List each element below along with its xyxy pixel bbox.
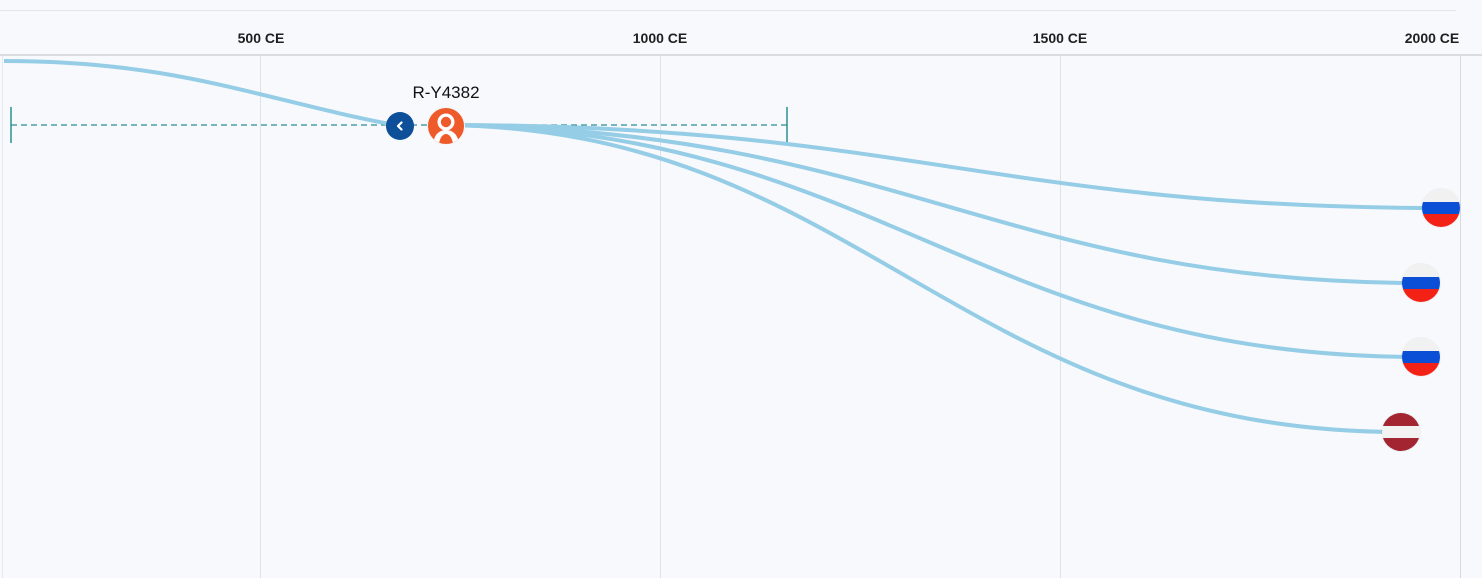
header-divider [0,10,1456,11]
time-axis [0,54,1482,56]
avatar[interactable] [427,107,465,145]
back-button[interactable] [386,112,414,140]
person-icon [433,113,459,144]
russia-flag-icon[interactable] [1422,189,1460,227]
tick-label-2000: 2000 CE [1404,30,1460,46]
gridline-1500 [1060,56,1061,578]
descendant-branch [445,123,1422,285]
gridline-2000 [1460,56,1461,578]
haplogroup-label: R-Y4382 [412,83,480,102]
latvia-flag-icon[interactable] [1382,413,1420,451]
chevron-left-icon [396,121,403,131]
russia-flag-icon[interactable] [1402,264,1440,302]
tick-label-1500: 1500 CE [1032,30,1088,46]
tick-label-1000: 1000 CE [632,30,688,46]
tick-label-500: 500 CE [237,30,285,46]
russia-flag-icon[interactable] [1402,338,1440,376]
descendant-branch [445,123,1402,434]
descendant-branch [445,123,1442,210]
ancestor-branch [3,59,401,128]
descendant-branch [445,123,1422,359]
plot-left-edge [2,56,3,578]
gridline-1000 [660,56,661,578]
gridline-500 [260,56,261,578]
